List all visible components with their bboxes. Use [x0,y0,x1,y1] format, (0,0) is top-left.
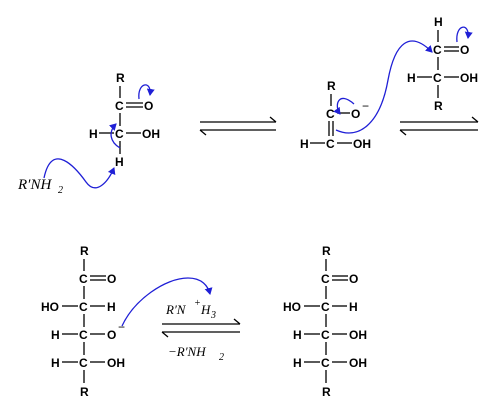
curved-arrow [43,158,116,189]
atom-oh: OH [353,137,371,151]
atom-c: C [115,127,124,141]
atom-r: R [80,385,89,399]
atom-r: R [80,244,89,258]
atom-r: R [322,385,331,399]
atom-r: R [434,99,443,113]
atom-r: R [322,244,331,258]
curved-arrow [456,26,473,43]
curved-arrow [121,277,213,327]
atom-c: C [433,71,442,85]
atom-oh: OH [349,328,367,342]
curved-arrow [108,123,121,149]
atom-c: C [321,328,330,342]
atom-oh: OH [142,127,160,141]
equilibrium-arrow-1 [199,116,277,136]
structure-aldose: R C O C H OH H [43,71,160,189]
atom-o: O [351,107,360,121]
structure-ketose-fragment: H C O C H OH R [407,15,478,113]
curved-arrow [333,97,355,115]
atom-c: C [79,272,88,286]
charge-minus: − [362,99,369,113]
atom-c: C [321,300,330,314]
atom-h: H [51,356,60,370]
reagent-ammonium-charge: + [194,298,201,309]
equilibrium-arrow-2 [399,116,479,136]
atom-oh: OH [460,71,478,85]
reagent-amine-loss: −R′NH [168,344,206,359]
atom-h: H [349,300,358,314]
atom-c: C [79,300,88,314]
amine-subscript: 2 [58,185,63,196]
atom-h: H [115,155,124,169]
atom-o: O [107,272,116,286]
atom-oh: OH [107,356,125,370]
atom-h: H [107,300,116,314]
atom-c: C [79,328,88,342]
atom-oh: OH [349,356,367,370]
atom-ho: HO [283,300,301,314]
atom-o: O [460,43,469,57]
equilibrium-arrow-3: R′N + H 3 −R′NH 2 [161,298,241,363]
charge-minus: − [118,320,125,334]
atom-h: H [293,328,302,342]
atom-r: R [327,79,336,93]
reagent-amine: R′NH 2 [17,177,63,196]
atom-c: C [321,272,330,286]
atom-r: R [116,71,125,85]
amine-label: R′NH [17,177,52,193]
atom-c: C [79,356,88,370]
curved-arrow [335,40,433,134]
curved-arrow [138,84,155,100]
structure-product: R C O HO C H H C OH H C OH R [283,244,367,399]
atom-c: C [115,99,124,113]
atom-c: C [326,137,335,151]
atom-o: O [107,328,116,342]
atom-h: H [293,356,302,370]
reagent-ammonium-h: H [200,302,211,317]
atom-h: H [51,328,60,342]
structure-enediolate: R C O − C H OH [300,40,433,151]
reagent-ammonium-subscript: 3 [210,310,216,321]
atom-c: C [433,43,442,57]
atom-h: H [300,137,309,151]
atom-h: H [434,15,443,29]
reagent-ammonium: R′N [165,302,187,317]
structure-alkoxide: R C O HO C H H C O − H C OH R [41,244,213,399]
atom-c: C [321,356,330,370]
atom-c: C [326,107,335,121]
reagent-amine-loss-subscript: 2 [219,352,224,363]
atom-o: O [349,272,358,286]
atom-h: H [89,127,98,141]
atom-ho: HO [41,300,59,314]
atom-h: H [407,71,416,85]
atom-o: O [144,99,153,113]
